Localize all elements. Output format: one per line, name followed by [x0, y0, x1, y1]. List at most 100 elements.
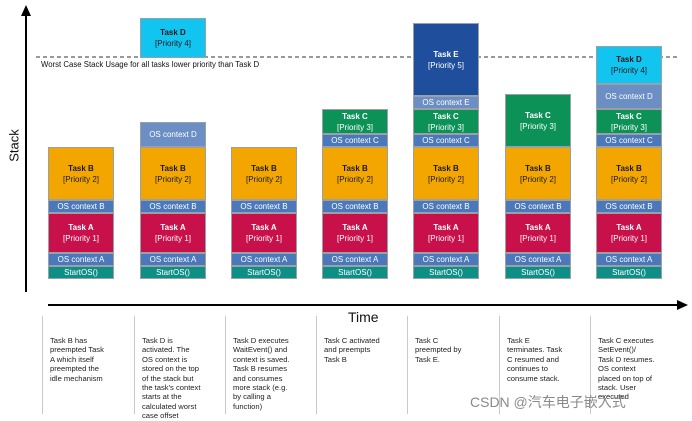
os-context-b-block: OS context B [505, 200, 571, 213]
task-b-block: Task B[Priority 2] [596, 147, 662, 200]
os-context-a-block: OS context A [48, 253, 114, 266]
os-context-c-label: OS context C [605, 136, 653, 145]
task-name: Task C [525, 110, 551, 120]
task-b-block: Task B[Priority 2] [505, 147, 571, 200]
os-context-a-label: OS context A [149, 255, 197, 264]
description-text: Task E terminates. Task C resumed and co… [507, 336, 563, 383]
column-separator [499, 316, 500, 414]
startos-block: StartOS() [505, 266, 571, 279]
os-context-b-label: OS context B [422, 202, 470, 211]
task-priority: [Priority 3] [519, 121, 556, 131]
os-context-a-label: OS context A [422, 255, 470, 264]
task-name: Task B [160, 163, 186, 173]
os-context-b-label: OS context B [331, 202, 379, 211]
task-priority: [Priority 1] [519, 234, 556, 243]
task-priority: [Priority 2] [610, 174, 647, 184]
os-context-e-label: OS context E [422, 98, 470, 107]
column-separator [590, 316, 591, 414]
os-context-a-label: OS context A [514, 255, 562, 264]
task-a-block: Task A[Priority 1] [505, 213, 571, 253]
startos-label: StartOS() [338, 268, 372, 277]
task-name: Task A [433, 223, 459, 232]
task-c-block: Task C[Priority 3] [505, 94, 571, 147]
task-b-block: Task B[Priority 2] [322, 147, 388, 200]
task-priority: [Priority 4] [610, 66, 647, 75]
task-c-block: Task C[Priority 3] [322, 109, 388, 134]
os-context-c-label: OS context C [331, 136, 379, 145]
watermark: CSDN @汽车电子嵌入式 [470, 394, 626, 410]
os-context-a-block: OS context A [140, 253, 206, 266]
task-priority: [Priority 1] [336, 234, 373, 243]
task-name: Task B [251, 163, 277, 173]
description-text: Task D executes WaitEvent() and context … [233, 336, 290, 411]
os-context-d-label: OS context D [605, 92, 653, 101]
task-e-block: Task E[Priority 5] [413, 23, 479, 96]
worst-case-line-label: Worst Case Stack Usage for all tasks low… [40, 60, 261, 69]
task-priority: [Priority 1] [610, 234, 647, 243]
description-text: Task D is activated. The OS context is s… [142, 336, 201, 421]
task-priority: [Priority 1] [245, 234, 282, 243]
os-context-b-label: OS context B [240, 202, 288, 211]
startos-label: StartOS() [429, 268, 463, 277]
os-context-e-block: OS context E [413, 96, 479, 109]
task-priority: [Priority 2] [154, 174, 191, 184]
description-text: Task B has preempted Task A which itself… [50, 336, 104, 383]
os-context-b-block: OS context B [596, 200, 662, 213]
task-priority: [Priority 1] [427, 234, 464, 243]
task-name: Task A [68, 223, 94, 232]
os-context-c-block: OS context C [322, 134, 388, 147]
y-axis-label: Stack [6, 129, 22, 162]
task-a-block: Task A [Priority 1] [231, 213, 297, 253]
column-separator [42, 316, 43, 414]
os-context-b-block: OS context B [322, 200, 388, 213]
startos-label: StartOS() [247, 268, 281, 277]
task-b-block: Task B[Priority 2] [413, 147, 479, 200]
startos-label: StartOS() [612, 268, 646, 277]
os-context-d-block: OS context D [596, 84, 662, 109]
startos-label: StartOS() [156, 268, 190, 277]
task-priority: [Priority 2] [245, 174, 282, 184]
description-text: Task C executes SetEvent()/ Task D resum… [598, 336, 655, 402]
task-a-block: Task A[Priority 1] [140, 213, 206, 253]
task-a-block: Task A[Priority 1] [596, 213, 662, 253]
os-context-b-block: OS context B [231, 200, 297, 213]
column-separator [225, 316, 226, 414]
task-name: Task B [68, 163, 94, 173]
task-priority: [Priority 2] [519, 174, 556, 184]
os-context-a-block: OS context A [322, 253, 388, 266]
task-name: Task B [525, 163, 551, 173]
os-context-b-label: OS context B [57, 202, 105, 211]
startos-block: StartOS() [48, 266, 114, 279]
task-c-block: Task C[Priority 3] [596, 109, 662, 134]
task-name: Task B [616, 163, 642, 173]
x-axis-label: Time [348, 309, 379, 325]
os-context-c-label: OS context C [422, 136, 470, 145]
task-name: Task B [342, 163, 368, 173]
task-priority: [Priority 2] [62, 174, 99, 184]
os-context-b-block: OS context B [140, 200, 206, 213]
task-priority: [Priority 3] [427, 122, 464, 132]
task-name: Task C [616, 111, 642, 121]
os-context-a-block: OS context A [413, 253, 479, 266]
x-axis-arrow [677, 300, 688, 310]
os-context-a-label: OS context A [331, 255, 379, 264]
startos-label: StartOS() [521, 268, 555, 277]
task-c-block: Task C[Priority 3] [413, 109, 479, 134]
task-name: Task A [251, 223, 277, 232]
os-context-a-label: OS context A [240, 255, 288, 264]
os-context-d-block: OS context D [140, 122, 206, 147]
task-priority: [Priority 2] [336, 174, 373, 184]
task-name: Task C [433, 111, 459, 121]
os-context-a-label: OS context A [57, 255, 105, 264]
y-axis-arrow [21, 5, 31, 16]
os-context-a-label: OS context A [605, 255, 653, 264]
task-a-block: Task A[Priority 1] [322, 213, 388, 253]
task-priority: [Priority 1] [154, 234, 191, 243]
task-b-block: Task B[Priority 2] [48, 147, 114, 200]
task-priority: [Priority 4] [154, 39, 191, 48]
startos-label: StartOS() [64, 268, 98, 277]
task-priority: [Priority 2] [427, 174, 464, 184]
os-context-b-label: OS context B [605, 202, 653, 211]
description-text: Task C activated and preempts Task B [324, 336, 380, 364]
os-context-b-label: OS context B [514, 202, 562, 211]
